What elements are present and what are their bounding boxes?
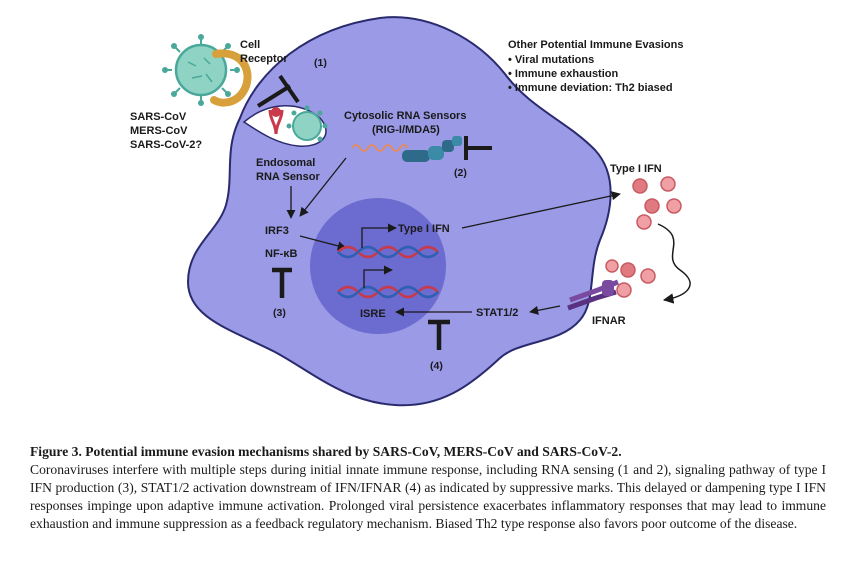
type1ifn-nucleus-label: Type I IFN	[398, 223, 450, 235]
arrow-irf3-nucleus	[299, 235, 347, 251]
evasion-item-1: • Viral mutations	[508, 54, 594, 66]
inhibition-mark-3	[272, 267, 292, 298]
inhibition-mark-4	[428, 319, 450, 350]
squiggle-arrow	[657, 223, 691, 304]
promoter-arrow-lower	[363, 265, 393, 288]
arrow-cytosolic-irf3	[299, 157, 347, 217]
ifn-molecules	[605, 176, 682, 298]
inhibition-mark-2	[464, 136, 492, 160]
endosomal-sensor	[268, 107, 284, 135]
viral-rna-strand	[351, 144, 409, 152]
marker-3: (3)	[273, 307, 286, 319]
cell-receptor-shape	[210, 49, 252, 107]
dna-helix-lower	[337, 285, 439, 299]
type1ifn-outside-label: Type I IFN	[610, 163, 662, 175]
ifnar-label: IFNAR	[592, 315, 626, 327]
cell-receptor-label-2: Receptor	[240, 53, 288, 65]
evasion-item-3: • Immune deviation: Th2 biased	[508, 82, 673, 94]
cytosolic-label-1: Cytosolic RNA Sensors	[344, 110, 466, 122]
virus-label-3: SARS-CoV-2?	[130, 139, 202, 151]
endosomal-label-2: RNA Sensor	[256, 171, 320, 183]
evasion-item-2: • Immune exhaustion	[508, 68, 618, 80]
dna-helix-upper	[337, 245, 439, 259]
virus-endosome	[286, 105, 328, 142]
nucleus	[310, 198, 446, 334]
promoter-arrow-upper	[361, 223, 397, 248]
ifnar-receptor	[567, 279, 619, 311]
rig-i-sensor	[402, 136, 462, 162]
marker-1: (1)	[314, 57, 327, 69]
endosomal-label-1: Endosomal	[256, 157, 315, 169]
cytosolic-label-2: (RIG-I/MDA5)	[372, 124, 440, 136]
caption-title: Figure 3. Potential immune evasion mecha…	[30, 444, 622, 459]
virus-outside	[162, 34, 240, 106]
virus-label-2: MERS-CoV	[130, 125, 188, 137]
caption-body: Coronaviruses interfere with multiple st…	[30, 462, 826, 531]
evasions-title: Other Potential Immune Evasions	[508, 39, 683, 51]
marker-2: (2)	[454, 167, 467, 179]
stat-label: STAT1/2	[476, 307, 518, 319]
cell-receptor-label-1: Cell	[240, 39, 260, 51]
figure-caption: Figure 3. Potential immune evasion mecha…	[30, 443, 826, 533]
marker-4: (4)	[430, 360, 443, 372]
isre-label: ISRE	[360, 308, 386, 320]
arrow-ifn-secretion	[461, 191, 621, 229]
arrow-ifnar-stat	[529, 305, 561, 315]
irf3-label: IRF3	[265, 225, 289, 237]
inhibition-mark-1	[256, 74, 300, 108]
immune-evasion-diagram: (1) Cell Receptor SARS-CoV MERS-CoV SARS…	[130, 16, 691, 407]
nfkb-label: NF-κB	[265, 248, 297, 260]
virus-label-1: SARS-CoV	[130, 111, 187, 123]
